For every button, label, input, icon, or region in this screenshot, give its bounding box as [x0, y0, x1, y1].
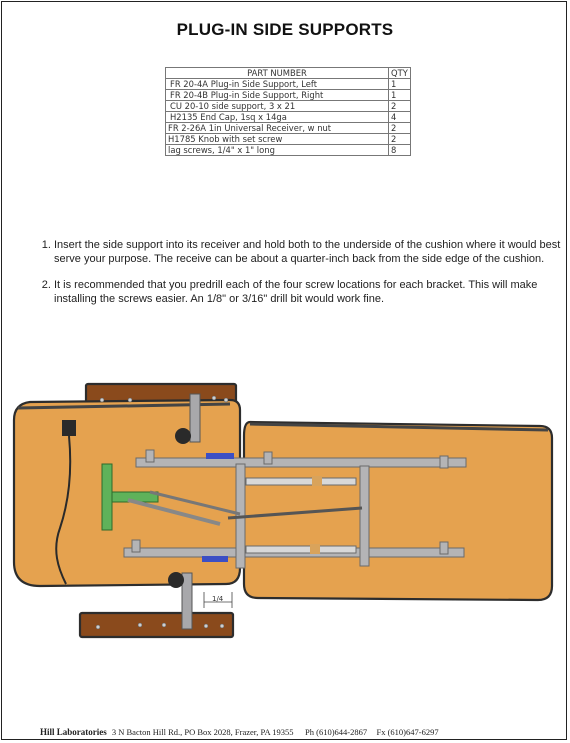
tan-fitting	[312, 476, 322, 486]
parts-table: PART NUMBER QTY FR 20-4A Plug-in Side Su…	[165, 67, 411, 156]
company-fax: Fx (610)647-6297	[376, 727, 439, 737]
table-row: CU 20-10 side support, 3 x 21 2	[165, 100, 411, 112]
linkage-rod	[149, 490, 241, 516]
part-qty: 1	[388, 78, 411, 90]
part-qty: 8	[388, 144, 411, 156]
part-description: lag screws, 1/4" x 1" long	[165, 144, 389, 156]
green-bracket	[101, 463, 113, 531]
instruction-step-1: Insert the side support into its receive…	[54, 238, 569, 266]
part-qty: 2	[388, 122, 411, 134]
page-title: PLUG-IN SIDE SUPPORTS	[176, 20, 394, 39]
outlet-icon	[62, 420, 76, 436]
dimension-label: 1/4	[212, 595, 224, 603]
qty-header: QTY	[388, 67, 411, 79]
bottom-side-support-board	[78, 611, 235, 639]
part-description: FR 20-4B Plug-in Side Support, Right	[165, 89, 389, 101]
receiver-blue	[202, 556, 228, 562]
steel-frame	[123, 449, 467, 569]
part-qty: 4	[388, 111, 411, 123]
table-row: FR 20-4B Plug-in Side Support, Right 1	[165, 89, 411, 101]
company-name: Hill Laboratories	[40, 727, 107, 737]
part-qty: 1	[388, 89, 411, 101]
linkage-rod	[127, 498, 221, 526]
right-cushion	[242, 420, 554, 602]
table-row: FR 2-26A 1in Universal Receiver, w nut 2	[165, 122, 411, 134]
table-row: H2135 End Cap, 1sq x 14ga 4	[165, 111, 411, 123]
company-phone: Ph (610)644-2867	[305, 727, 368, 737]
bottom-support-post	[181, 572, 193, 630]
part-description: H1785 Knob with set screw	[165, 133, 389, 145]
company-address: 3 N Bacton Hill Rd., PO Box 2028, Frazer…	[111, 727, 294, 737]
board-screws	[95, 395, 229, 630]
tan-fitting	[310, 544, 320, 554]
top-support-post	[189, 393, 201, 443]
linkage-rod	[227, 506, 363, 520]
part-qty: 2	[388, 100, 411, 112]
table-row: FR 20-4A Plug-in Side Support, Left 1	[165, 78, 411, 90]
table-row: lag screws, 1/4" x 1" long 8	[165, 144, 411, 156]
part-description: FR 2-26A 1in Universal Receiver, w nut	[165, 122, 389, 134]
table-row: H1785 Knob with set screw 2	[165, 133, 411, 145]
assembly-drawing: 1/4	[12, 382, 554, 639]
power-cord	[55, 435, 72, 585]
part-description: H2135 End Cap, 1sq x 14ga	[165, 111, 389, 123]
part-number-header: PART NUMBER	[165, 67, 389, 79]
wood-color-group	[12, 382, 554, 639]
knob-icon	[175, 428, 191, 444]
part-description: FR 20-4A Plug-in Side Support, Left	[165, 78, 389, 90]
parts-table-header: PART NUMBER QTY	[165, 67, 411, 79]
instruction-step-2: It is recommended that you predrill each…	[54, 278, 569, 306]
footer: Hill Laboratories 3 N Bacton Hill Rd., P…	[40, 727, 560, 737]
receiver-blue	[206, 453, 234, 459]
knob-icon	[168, 572, 184, 588]
part-qty: 2	[388, 133, 411, 145]
part-description: CU 20-10 side support, 3 x 21	[165, 100, 389, 112]
instruction-list: Insert the side support into its receive…	[36, 238, 569, 318]
